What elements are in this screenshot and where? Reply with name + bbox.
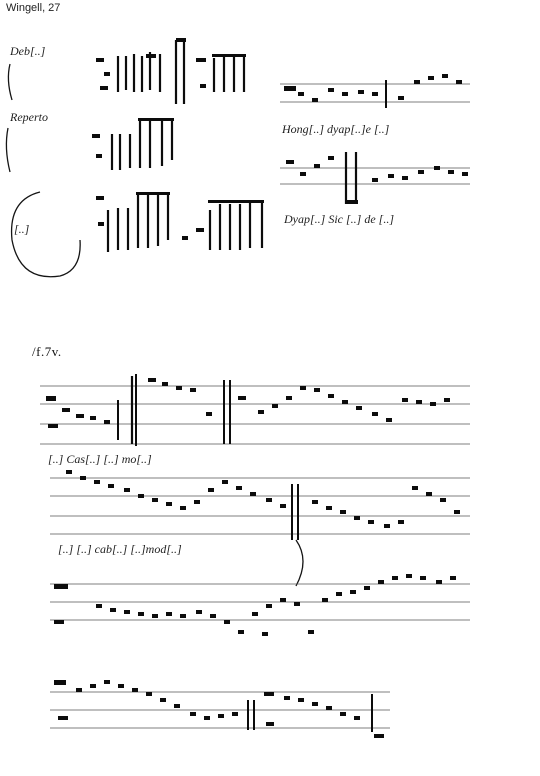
lower-notation-system-4 — [54, 680, 384, 738]
lower-staff-4 — [50, 691, 390, 729]
lower-notation-system-3 — [54, 574, 456, 636]
margin-label-1: Deb[..] — [10, 44, 46, 58]
upper-text-line-1: Hong[..] dyap[..]e [..] — [282, 122, 390, 136]
lower-staff-1 — [40, 385, 470, 445]
folio-label: /f.7v. — [32, 344, 62, 359]
upper-notation-block-2 — [284, 74, 462, 108]
margin-label-2: Reperto — [10, 110, 48, 124]
upper-staff-1 — [280, 83, 470, 103]
lower-staff-2 — [50, 477, 470, 535]
lower-notation-system-1 — [46, 374, 450, 446]
upper-notation-block-5 — [96, 192, 264, 252]
lower-staff-3 — [50, 583, 470, 621]
upper-text-line-2: Dyap[..] Sic [..] de [..] — [284, 212, 394, 226]
upper-notation-block-4 — [286, 152, 468, 204]
lower-text-line-2: [..] [..] cab[..] [..]mod[..] — [58, 542, 182, 556]
margin-bracket-2 — [5, 127, 11, 173]
margin-circle — [10, 191, 81, 278]
lower-notation-system-2 — [66, 470, 460, 540]
upper-notation-block-3 — [92, 118, 174, 170]
lower-text-bracket — [295, 539, 304, 587]
source-reference: Wingell, 27 — [6, 2, 61, 14]
margin-bracket-1 — [7, 63, 13, 101]
margin-label-3: [..] — [14, 222, 30, 236]
upper-notation-block-1 — [96, 38, 246, 104]
lower-text-line-1: [..] Cas[..] [..] mo[..] — [48, 452, 152, 466]
